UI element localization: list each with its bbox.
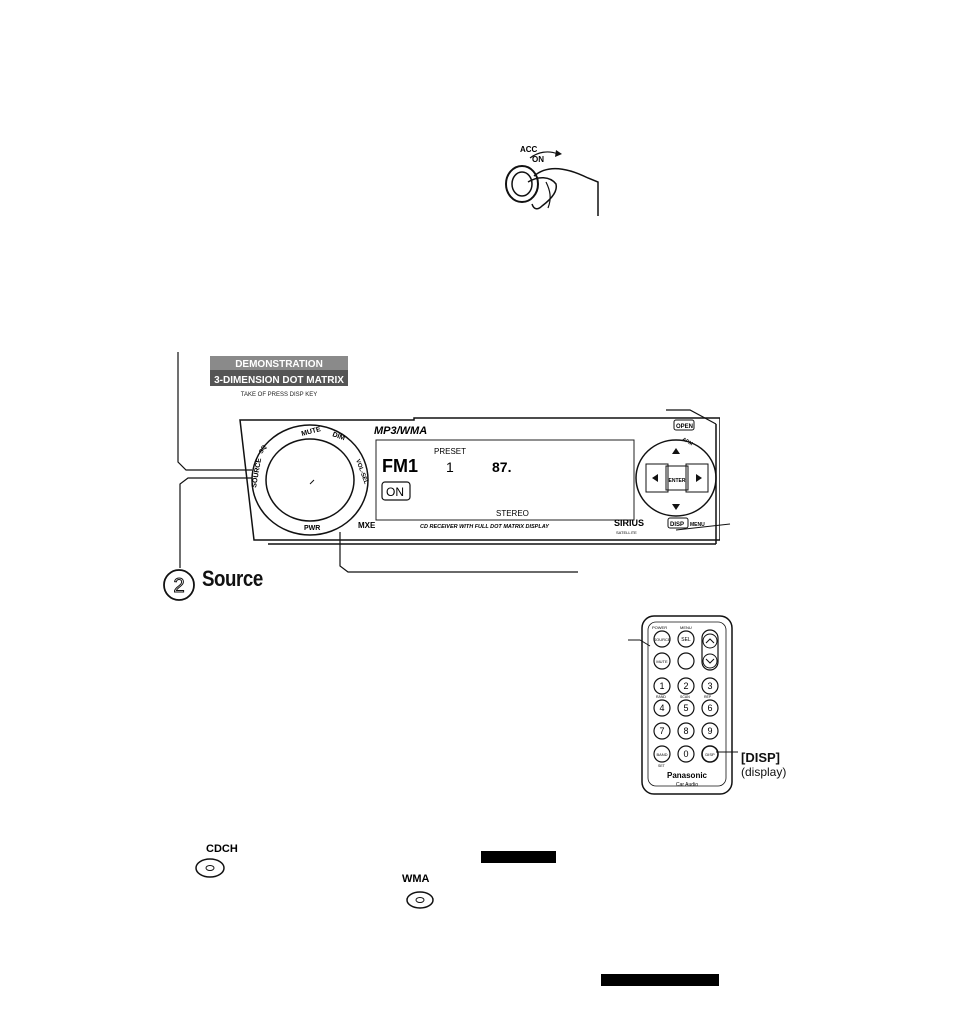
frequency: 87. (492, 459, 511, 475)
remote-source-button[interactable]: SOURCE (653, 637, 670, 642)
open-button[interactable]: OPEN (676, 424, 693, 430)
step-number: 2 (173, 575, 184, 597)
volume-knob[interactable] (244, 418, 374, 538)
mute-button[interactable]: MUTE (301, 426, 322, 438)
remote-brand-sub: Car Audio (676, 782, 698, 788)
menu-button[interactable]: MENU (690, 522, 705, 528)
sirius-sub: SATELLITE (616, 530, 637, 535)
preset-label: PRESET (434, 447, 466, 456)
remote-control: POWER MENU SOURCE SEL MUTE 1 2 3 4 (640, 614, 736, 798)
remote-band-button[interactable]: BAND (656, 752, 667, 757)
demo-line2: 3-DIMENSION DOT MATRIX (214, 375, 344, 386)
remote-power-label: POWER (652, 625, 667, 630)
remote-key-6[interactable]: 6 (707, 703, 712, 713)
wma-disc-icon: WMA (402, 873, 434, 909)
stereo-indicator: STEREO (496, 509, 529, 518)
acc-text: ACC (520, 145, 538, 154)
faceplate-button-labels: MUTE DIM SOURCE VOL-SEL SQ PWR MP3/WMA F… (251, 419, 705, 535)
remote-key-0[interactable]: 0 (683, 749, 688, 759)
remote-mute-button[interactable]: MUTE (656, 659, 668, 664)
remote-sel-button[interactable]: SEL (681, 637, 691, 643)
remote-key-5[interactable]: 5 (683, 703, 688, 713)
disp-button[interactable]: DISP (670, 522, 684, 528)
black-bar-1 (481, 851, 556, 863)
mxe-logo: MXE (358, 521, 376, 530)
demo-line1: DEMONSTRATION (235, 359, 323, 370)
ignition-key-illustration: ACC ON (505, 145, 599, 216)
remote-scan-label: SCAN (680, 695, 690, 699)
remote-key-3[interactable]: 3 (707, 681, 712, 691)
remote-key-1[interactable]: 1 (659, 681, 664, 691)
cdch-disc-icon: CDCH (195, 843, 238, 878)
wma-label: WMA (402, 873, 430, 885)
on-indicator: ON (386, 485, 404, 499)
dim-button[interactable]: DIM (331, 431, 346, 442)
band-text: FM1 (382, 456, 418, 476)
remote-key-4[interactable]: 4 (659, 703, 664, 713)
remote-rand-label: RAND (656, 695, 666, 699)
vol-sel-button[interactable]: VOL-SEL (354, 459, 369, 486)
navigation-pad[interactable]: ENTER (630, 436, 720, 522)
cdch-label: CDCH (206, 843, 238, 855)
step-2-circle: 2 (163, 569, 195, 601)
disp-callout-label: [DISP] (741, 750, 780, 765)
step-source-label: Source (202, 566, 263, 591)
source-button[interactable]: SOURCE (251, 457, 263, 488)
remote-number-keys[interactable]: 1 2 3 4 5 6 7 8 9 0 (653, 677, 719, 763)
mp3-wma-logo: MP3/WMA (374, 425, 427, 437)
demo-line3: TAKE OF PRESS DISP KEY (241, 392, 317, 398)
remote-menu-label: MENU (680, 625, 692, 630)
sq-button[interactable]: SQ (259, 444, 269, 455)
preset-number: 1 (446, 459, 454, 475)
remote-key-7[interactable]: 7 (659, 726, 664, 736)
sirius-logo: SIRIUS (614, 518, 644, 528)
black-bar-2 (601, 974, 719, 986)
cd-receiver-text: CD RECEIVER WITH FULL DOT MATRIX DISPLAY (420, 524, 550, 530)
remote-disp-button[interactable]: DISP (705, 752, 715, 757)
remote-brand: Panasonic (667, 771, 708, 780)
remote-key-9[interactable]: 9 (707, 726, 712, 736)
disp-callout-sub: (display) (741, 765, 787, 779)
remote-key-2[interactable]: 2 (683, 681, 688, 691)
on-text: ON (532, 155, 544, 164)
pwr-button[interactable]: PWR (304, 525, 320, 532)
nav-enter-label[interactable]: ENTER (669, 478, 686, 484)
remote-key-8[interactable]: 8 (683, 726, 688, 736)
demo-display: DEMONSTRATION 3-DIMENSION DOT MATRIX TAK… (210, 356, 348, 398)
remote-set-label: SET (658, 764, 666, 768)
remote-rep-label: REP (704, 695, 712, 699)
